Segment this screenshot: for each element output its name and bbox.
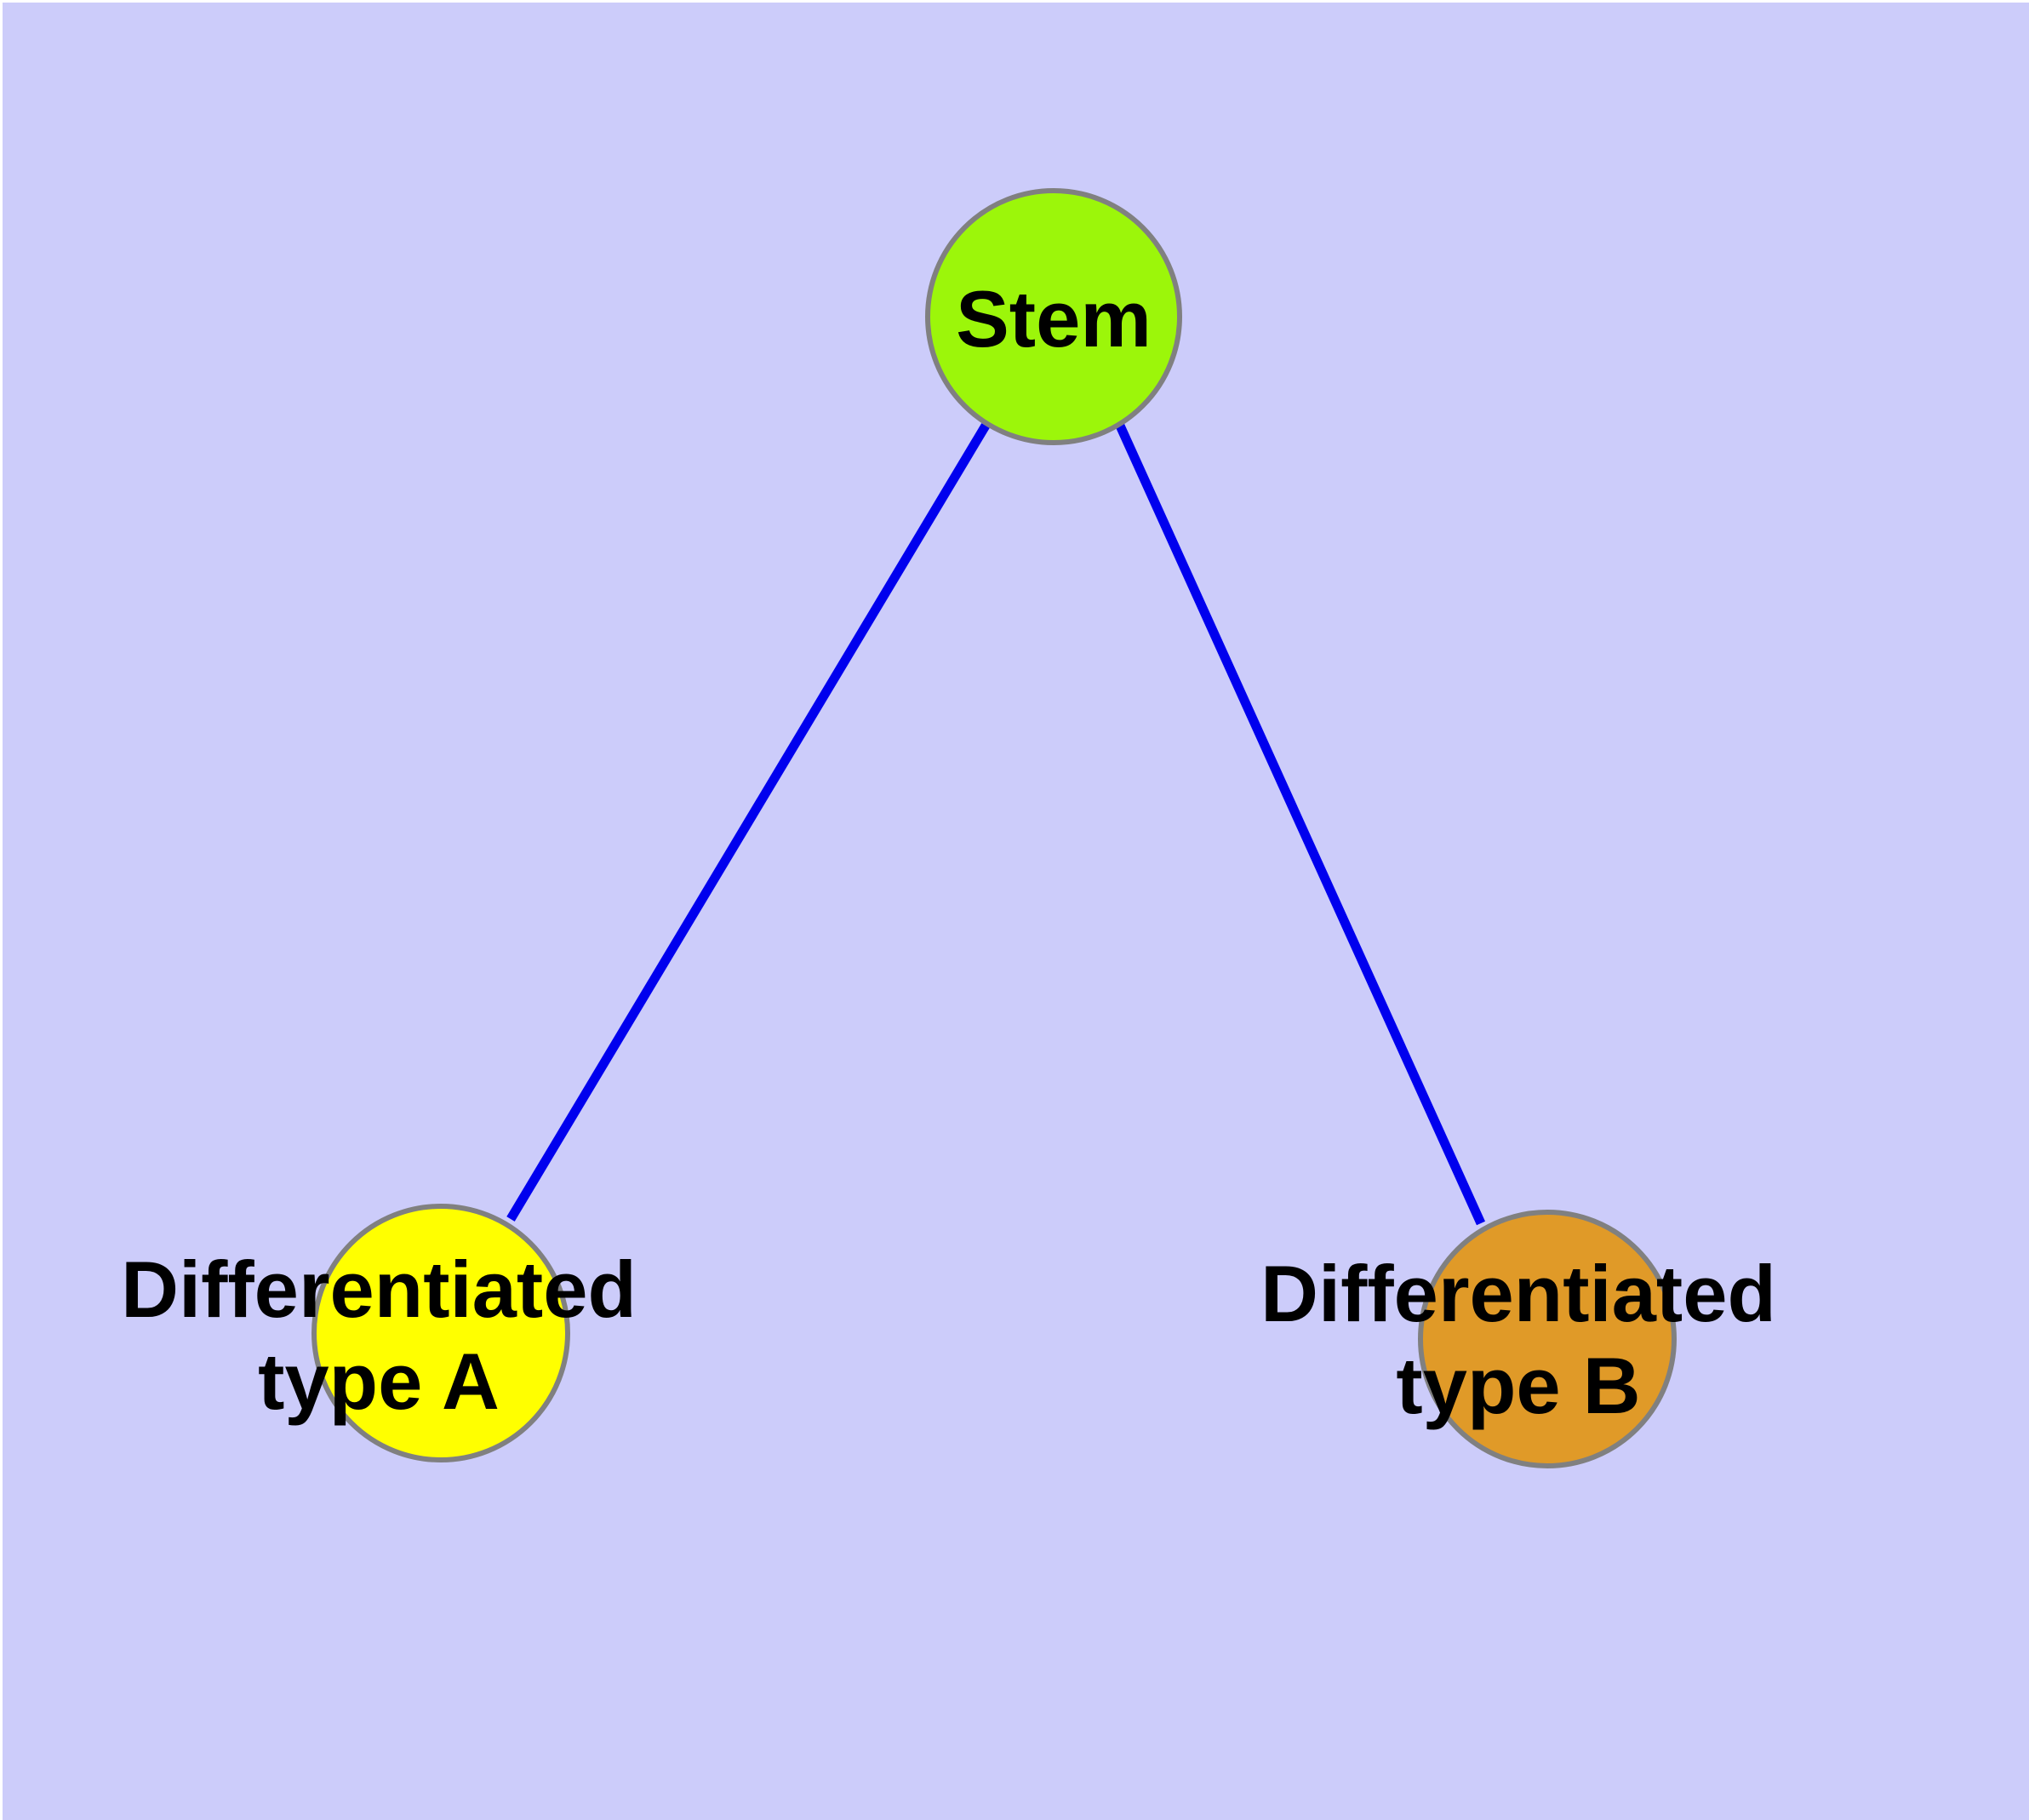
node-differentiated-type-b[interactable]: Differentiated type B xyxy=(1260,1210,1776,1468)
edge-group xyxy=(506,423,1486,1226)
node-group: Stem Differentiated type A Differentiate… xyxy=(121,188,1776,1468)
node-differentiated-type-b-circle[interactable] xyxy=(1418,1210,1677,1468)
edge-stem-to-differentiated-type-a[interactable] xyxy=(506,423,990,1222)
node-stem-circle[interactable] xyxy=(925,188,1182,445)
node-differentiated-type-b-label-line1: Differentiated xyxy=(1260,1249,1776,1338)
node-differentiated-type-a-label-line2: type A xyxy=(258,1336,500,1426)
node-differentiated-type-b-label-line2: type B xyxy=(1396,1341,1640,1430)
node-stem[interactable]: Stem xyxy=(925,188,1182,445)
node-stem-label: Stem xyxy=(956,274,1152,363)
edge-stem-to-differentiated-type-b[interactable] xyxy=(1115,423,1486,1226)
node-differentiated-type-a-label-line1: Differentiated xyxy=(121,1245,637,1334)
node-differentiated-type-a[interactable]: Differentiated type A xyxy=(121,1204,637,1462)
node-differentiated-type-a-circle[interactable] xyxy=(311,1204,570,1462)
